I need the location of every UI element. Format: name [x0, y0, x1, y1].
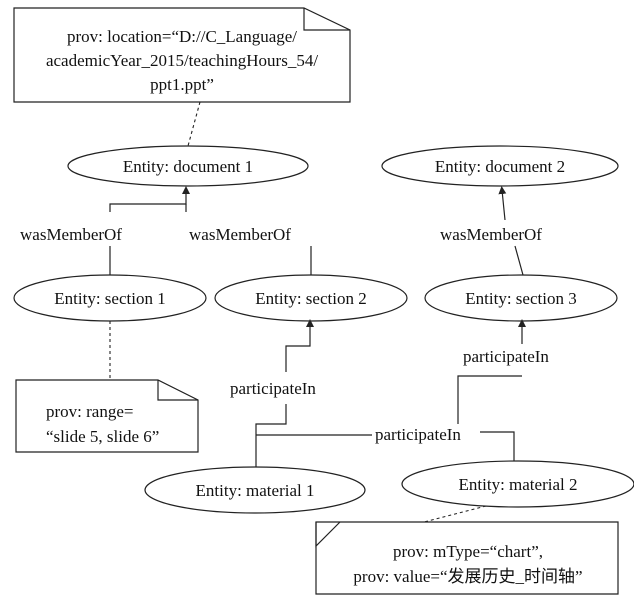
edge-section1-document1: wasMemberOf: [20, 190, 186, 275]
note-range: prov: range= “slide 5, slide 6”: [15, 379, 199, 453]
entity-document-1-label: Entity: document 1: [123, 157, 253, 176]
edge-section3-document2: wasMemberOf: [440, 190, 542, 276]
edge-participatein-2-label: participateIn: [375, 425, 461, 444]
entity-section-1: Entity: section 1: [13, 274, 207, 322]
entity-section-3: Entity: section 3: [424, 274, 618, 322]
edge-section2-document1: wasMemberOf: [185, 204, 312, 275]
entity-document-2-label: Entity: document 2: [435, 157, 565, 176]
note-location-line-3: ppt1.ppt”: [150, 75, 214, 94]
note-value-line-1: prov: mType=“chart”,: [393, 542, 543, 561]
entity-material-1: Entity: material 1: [144, 466, 366, 514]
edge-participatein-3-label: participateIn: [463, 347, 549, 366]
note-value-line-2: prov: value=“发展历史_时间轴”: [353, 567, 582, 586]
edge-material2-section3: participateIn: [457, 323, 549, 424]
entity-section-3-label: Entity: section 3: [465, 289, 576, 308]
note-location-line-2: academicYear_2015/teachingHours_54/: [46, 51, 318, 70]
entity-section-2-label: Entity: section 2: [255, 289, 366, 308]
entity-section-2: Entity: section 2: [214, 274, 408, 322]
entity-material-2: Entity: material 2: [401, 460, 634, 508]
edge-material1-material2: participateIn: [256, 425, 515, 461]
edge-participatein-1-label: participateIn: [230, 379, 316, 398]
note-range-line-1: prov: range=: [46, 402, 133, 421]
note-location-connector: [187, 101, 201, 147]
entity-material-2-label: Entity: material 2: [459, 475, 578, 494]
edge-material1-section2: participateIn: [230, 323, 316, 467]
entity-section-1-label: Entity: section 1: [54, 289, 165, 308]
entity-document-1: Entity: document 1: [67, 145, 309, 187]
edge-wasmemberof-3-label: wasMemberOf: [440, 225, 542, 244]
entity-document-2: Entity: document 2: [381, 145, 619, 187]
note-location-line-1: prov: location=“D://C_Language/: [67, 27, 297, 46]
edge-wasmemberof-2-label: wasMemberOf: [189, 225, 291, 244]
entity-material-1-label: Entity: material 1: [196, 481, 315, 500]
note-range-line-2: “slide 5, slide 6”: [46, 427, 159, 446]
note-location: prov: location=“D://C_Language/ academic…: [13, 7, 351, 103]
note-value: prov: mType=“chart”, prov: value=“发展历史_时…: [315, 521, 619, 595]
edge-wasmemberof-1-label: wasMemberOf: [20, 225, 122, 244]
note-value-connector: [423, 505, 487, 523]
